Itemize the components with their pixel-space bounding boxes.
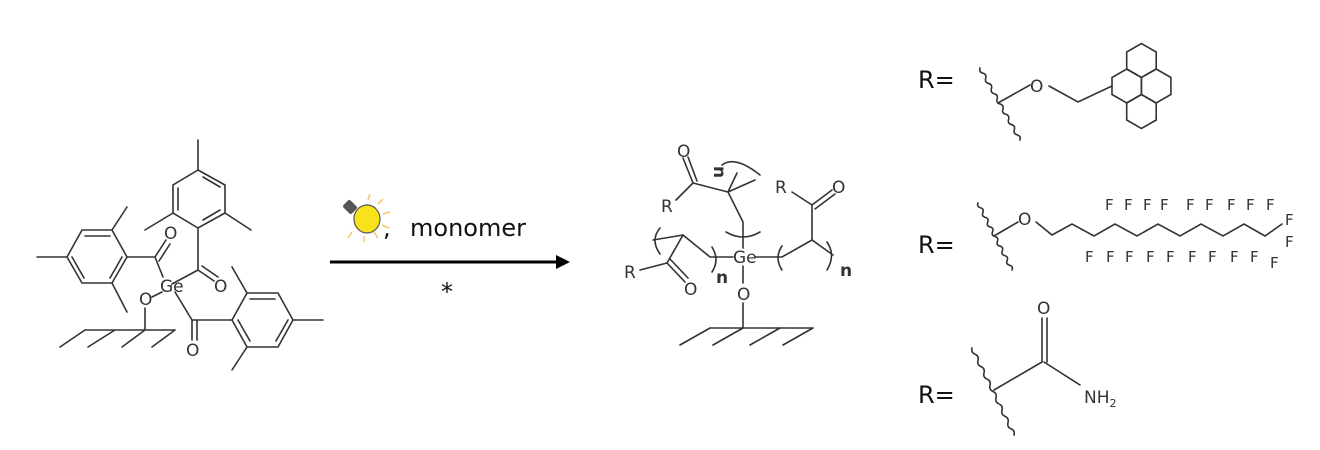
repeat-n: n [716, 268, 728, 288]
reagent-label: monomer [410, 214, 526, 242]
surface-anchor [59, 291, 176, 348]
surface-anchor [679, 265, 814, 346]
repeat-n: n [709, 166, 729, 178]
aromatic-double-bonds [237, 298, 289, 342]
wavy-bond [976, 202, 1014, 271]
atom-f: F [1146, 248, 1155, 266]
atom-f: F [1246, 196, 1255, 214]
amide-bonds [993, 317, 1081, 391]
wavy-bond [970, 347, 1016, 436]
methyl-bonds [231, 266, 324, 371]
mesityl-ring-top [172, 169, 226, 229]
atom-ge: Ge [160, 277, 184, 297]
mesityl-ring-left [66, 229, 128, 284]
atom-f: F [1124, 196, 1133, 214]
polymer-chain-left [639, 233, 734, 283]
atom-o: O [832, 178, 845, 198]
r-label-fluoroalkyl: R= [918, 231, 955, 259]
atom-f: F [1125, 248, 1134, 266]
atom-o: O [1030, 77, 1043, 97]
carbamoyl-group: O NH2 [970, 299, 1117, 436]
condition-mark: * [441, 278, 453, 306]
amine-nh: NH [1084, 388, 1110, 408]
grafted-polymer-product: Ge O O R R O R O n n n [624, 142, 852, 346]
alkyl-chain [993, 221, 1283, 237]
atom-f: F [1085, 248, 1094, 266]
aromatic-double-bonds [71, 235, 123, 279]
atom-f: F [1143, 196, 1152, 214]
repeat-bracket [711, 246, 717, 273]
repeat-bracket [777, 245, 783, 271]
r-label-pyrene: R= [918, 66, 955, 94]
atom-f: F [1285, 211, 1294, 229]
repeat-bracket [654, 227, 661, 255]
acyl-bonds [174, 291, 233, 341]
atom-f: F [1285, 233, 1294, 251]
r-group: R [661, 197, 673, 217]
atom-f: F [1160, 196, 1169, 214]
atom-o: O [186, 341, 199, 361]
aromatic-ring [1125, 93, 1157, 130]
atom-o: O [164, 224, 177, 244]
r-group: R [624, 263, 636, 283]
atom-f: F [1227, 196, 1236, 214]
aromatic-double-bonds [177, 176, 221, 221]
atom-ge: Ge [733, 248, 757, 268]
atom-f: F [1166, 248, 1175, 266]
repeat-n: n [840, 261, 852, 281]
amine-nh2: NH2 [1084, 388, 1117, 410]
atom-f: F [1186, 196, 1195, 214]
atom-o: O [737, 285, 750, 305]
repeat-bracket [721, 160, 761, 176]
reagent-separator: , [383, 214, 391, 242]
atom-o: O [214, 277, 227, 297]
subscript-2: 2 [1110, 397, 1117, 410]
polymer-chain-top [675, 156, 756, 249]
r-label-amide: R= [918, 381, 955, 409]
atom-f: F [1250, 248, 1259, 266]
atom-f: F [1205, 196, 1214, 214]
atom-o: O [1037, 299, 1050, 319]
atom-o: O [684, 280, 697, 300]
acyl-bonds [36, 206, 171, 313]
wavy-bond [978, 67, 1022, 141]
atom-f: F [1188, 248, 1197, 266]
reaction-arrow [330, 255, 570, 269]
aromatic-ring [1125, 42, 1157, 79]
pyrenylmethoxy-group: O [978, 42, 1172, 141]
atom-o: O [677, 142, 690, 162]
linker-bonds [997, 84, 1113, 104]
polymer-chain-right [754, 189, 836, 258]
pyrene-rings [1111, 42, 1172, 130]
atom-f: F [1106, 248, 1115, 266]
atom-f: F [1105, 196, 1114, 214]
light-bulb-icon [343, 193, 391, 242]
tetraacylgermane-initiator: Ge O O O O [36, 139, 324, 371]
repeat-bracket [725, 231, 761, 238]
atom-f: F [1270, 254, 1279, 272]
atom-f: F [1208, 248, 1217, 266]
acyl-bonds [144, 139, 252, 285]
r-group: R [775, 178, 787, 198]
atom-f: F [1230, 248, 1239, 266]
atom-o: O [1018, 210, 1031, 230]
atom-o: O [139, 290, 152, 310]
mesityl-ring-right [231, 292, 294, 348]
repeat-bracket [826, 241, 833, 271]
atom-f: F [1266, 196, 1275, 214]
